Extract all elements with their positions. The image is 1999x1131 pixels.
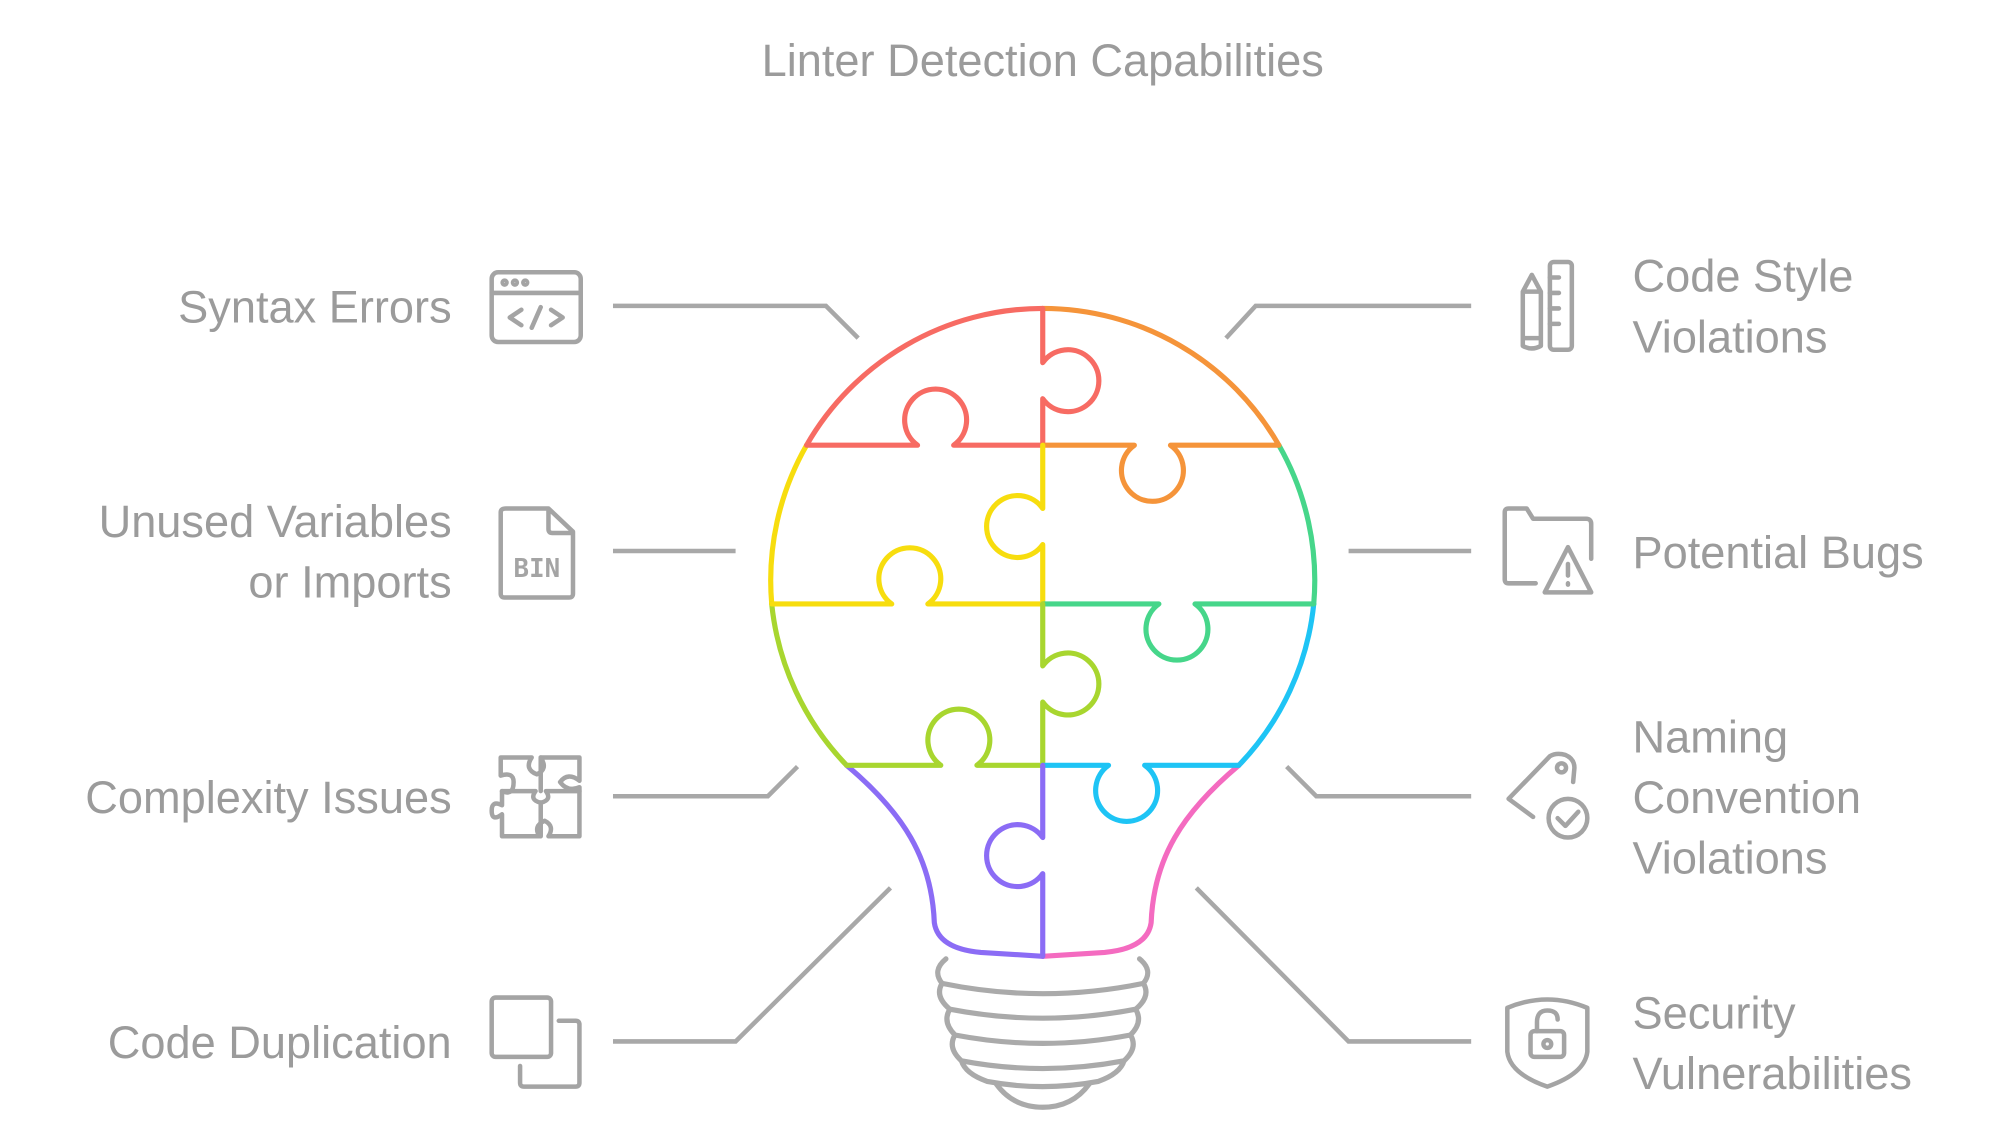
seam-red-row1-left — [803, 386, 1046, 448]
bulb-outline-cyan — [1236, 601, 1317, 768]
duplicate-icon — [489, 995, 582, 1089]
connectors — [612, 303, 1472, 1044]
bulb-outline-red — [803, 305, 1046, 448]
lightbulb-puzzle — [768, 305, 1318, 1110]
code-window-icon — [489, 270, 583, 345]
connector-syntax-errors — [612, 303, 860, 340]
bulb-outline-yellow — [768, 442, 810, 607]
diagram-title: Linter Detection Capabilities — [762, 35, 1324, 86]
connector-naming — [1285, 764, 1472, 799]
seam-yellow-vertical — [984, 442, 1046, 607]
tag-check-icon — [1506, 751, 1590, 840]
bulb-base — [935, 956, 1151, 1110]
binary-file-icon: BIN — [498, 506, 576, 600]
seam-purple-vertical — [984, 762, 1046, 959]
bulb-outline-orange — [1040, 305, 1282, 448]
label-complexity-issues: Complexity Issues — [85, 772, 451, 823]
folder-warning-icon — [1502, 506, 1594, 595]
seam-orange-row1-right — [1040, 442, 1282, 504]
connector-duplication — [612, 886, 893, 1044]
seam-lime-vertical — [1040, 601, 1102, 768]
bulb-outline-lime — [769, 601, 850, 768]
bulb-neck-purple — [843, 762, 1046, 959]
label-code-duplication: Code Duplication — [108, 1017, 452, 1068]
svg-text:BIN: BIN — [514, 554, 561, 584]
connector-security — [1194, 886, 1472, 1044]
bulb-outline-green — [1276, 442, 1318, 607]
seam-green-row2-right — [1040, 601, 1317, 663]
seam-lime-row3-left — [843, 706, 1046, 768]
seam-cyan-row3-right — [1040, 762, 1242, 824]
connector-code-style — [1224, 303, 1472, 340]
pencil-ruler-icon — [1520, 259, 1575, 352]
label-potential-bugs: Potential Bugs — [1632, 527, 1923, 578]
seam-red-vertical — [1040, 305, 1102, 448]
bulb-neck-pink — [1040, 762, 1242, 959]
seam-yellow-row2-left — [769, 545, 1046, 607]
shield-lock-icon — [1505, 997, 1590, 1089]
label-syntax-errors: Syntax Errors — [178, 282, 452, 333]
connector-complexity — [612, 764, 800, 799]
puzzle-icon — [489, 755, 582, 839]
